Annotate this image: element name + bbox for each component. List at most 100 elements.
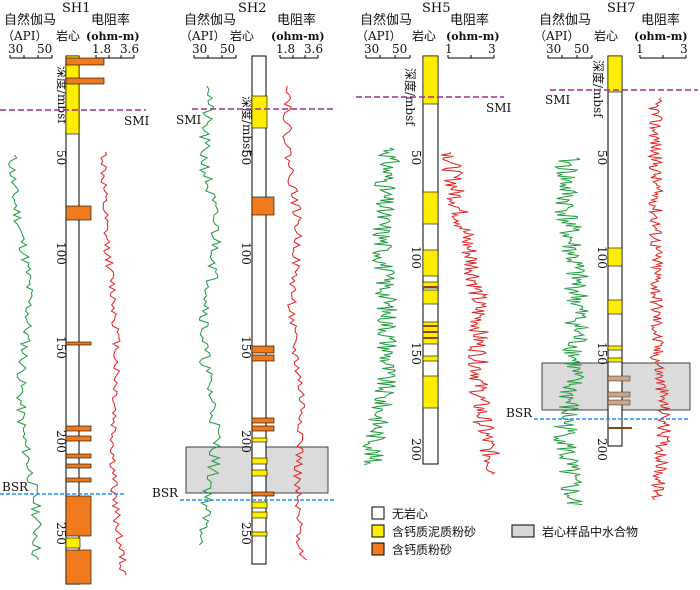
gamma-unit: （API） — [534, 29, 579, 43]
depth-tick: 100 — [239, 242, 253, 265]
legend-label-hydrate: 岩心样品中水合物 — [542, 524, 638, 539]
smi-label: SMI — [176, 113, 202, 127]
core-intervals — [607, 55, 632, 429]
res-tick-high: 3.6 — [120, 42, 139, 56]
depth-tick: 200 — [239, 430, 253, 453]
gamma-tick-50: 50 — [37, 42, 52, 56]
core-column — [251, 55, 267, 565]
muddy-silt-interval — [251, 501, 268, 509]
silt-interval — [251, 425, 275, 432]
core-header: 岩心 — [230, 28, 254, 43]
gamma-unit: （API） — [180, 29, 225, 43]
muddy-silt-interval — [422, 191, 439, 225]
silt-interval — [607, 391, 631, 398]
legend: 无岩心 含钙质泥质粉砂 含钙质粉砂 岩心样品中水合物 — [371, 506, 638, 557]
well-title: SH5 — [422, 1, 451, 16]
gamma-tick-50: 50 — [392, 42, 407, 56]
depth-tick: 150 — [595, 342, 609, 365]
depth-tick: 150 — [239, 336, 253, 359]
silt-interval — [65, 205, 92, 221]
silt-interval — [251, 345, 275, 354]
res-tick-high: 3.6 — [304, 42, 323, 56]
resistivity-curve — [440, 151, 500, 475]
silt-interval — [65, 549, 92, 585]
resistivity-unit: (ohm-m) — [446, 30, 500, 43]
smi-label: SMI — [124, 114, 150, 128]
bsr-label: BSR — [2, 480, 29, 494]
depth-tick: 100 — [409, 246, 423, 269]
legend-label-muddy-silt: 含钙质泥质粉砂 — [392, 524, 476, 539]
gamma-curve — [8, 154, 42, 561]
gamma-header: 自然伽马 — [184, 12, 236, 28]
silt-interval — [65, 495, 92, 537]
depth-tick: 100 — [54, 242, 68, 265]
depth-tick: 50 — [54, 150, 68, 165]
smi-label: SMI — [545, 93, 571, 107]
depth-ticks: 50 100 150 200 250 — [239, 150, 253, 545]
depth-tick: 250 — [54, 522, 68, 545]
depth-tick: 50 — [239, 150, 253, 165]
depth-ticks: 50 100 150 200 — [409, 150, 423, 461]
gamma-header: 自然伽马 — [360, 12, 412, 28]
silt-interval — [251, 354, 275, 362]
core-header: 岩心 — [56, 28, 80, 43]
silt-interval — [65, 435, 92, 442]
gamma-tick-50: 50 — [220, 42, 235, 56]
silt-interval — [607, 375, 631, 382]
resistivity-curve — [646, 97, 672, 501]
silt-interval — [251, 491, 275, 497]
depth-tick: 150 — [409, 342, 423, 365]
gamma-unit: （API） — [356, 29, 401, 43]
muddy-silt-interval — [251, 469, 268, 477]
well-title: SH2 — [238, 1, 267, 16]
resistivity-header: 电阻率 — [277, 12, 316, 28]
depth-tick: 100 — [595, 246, 609, 269]
muddy-silt-interval — [251, 531, 268, 537]
res-tick-high: 3 — [488, 42, 496, 56]
resistivity-unit: (ohm-m) — [86, 30, 140, 43]
silt-interval — [251, 196, 275, 216]
resistivity-header: 电阻率 — [450, 12, 489, 28]
muddy-silt-interval — [251, 95, 268, 129]
gamma-tick-30: 30 — [546, 42, 561, 56]
res-tick-low: 1 — [445, 42, 453, 56]
muddy-silt-interval — [607, 247, 623, 267]
legend-swatch-hydrate — [511, 524, 535, 538]
muddy-silt-interval — [607, 55, 623, 93]
res-tick-low: 1.8 — [276, 42, 295, 56]
res-tick-low: 1.8 — [92, 42, 111, 56]
gamma-tick-30: 30 — [364, 42, 379, 56]
muddy-silt-interval — [251, 511, 268, 519]
resistivity-curve — [100, 151, 128, 576]
muddy-silt-interval — [65, 537, 81, 549]
res-tick-low: 1 — [636, 42, 644, 56]
bsr-label: BSR — [152, 486, 179, 500]
smi-label: SMI — [486, 101, 512, 115]
silt-interval — [65, 453, 92, 459]
res-tick-high: 3 — [680, 42, 688, 56]
silt-interval — [65, 463, 92, 469]
gamma-tick-50: 50 — [574, 42, 589, 56]
core-intervals — [251, 95, 275, 537]
depth-tick: 150 — [54, 336, 68, 359]
legend-label-no-core: 无岩心 — [392, 506, 428, 521]
resistivity-header: 电阻率 — [641, 12, 680, 28]
muddy-silt-interval — [607, 357, 623, 363]
depth-tick: 200 — [409, 438, 423, 461]
depth-tick: 200 — [595, 438, 609, 461]
depth-tick: 200 — [54, 430, 68, 453]
legend-swatch-silt — [371, 542, 385, 556]
well-title: SH1 — [62, 1, 91, 16]
depth-axis-label: 深度/mbsf — [240, 96, 255, 155]
muddy-silt-interval — [422, 355, 439, 362]
silt-interval — [65, 77, 105, 85]
resistivity-header: 电阻率 — [91, 12, 130, 28]
core-header: 岩心 — [594, 28, 618, 43]
silt-interval — [251, 417, 275, 424]
gamma-tick-30: 30 — [192, 42, 207, 56]
core-intervals — [65, 55, 105, 585]
silt-interval — [65, 57, 105, 66]
muddy-silt-interval — [607, 345, 623, 351]
